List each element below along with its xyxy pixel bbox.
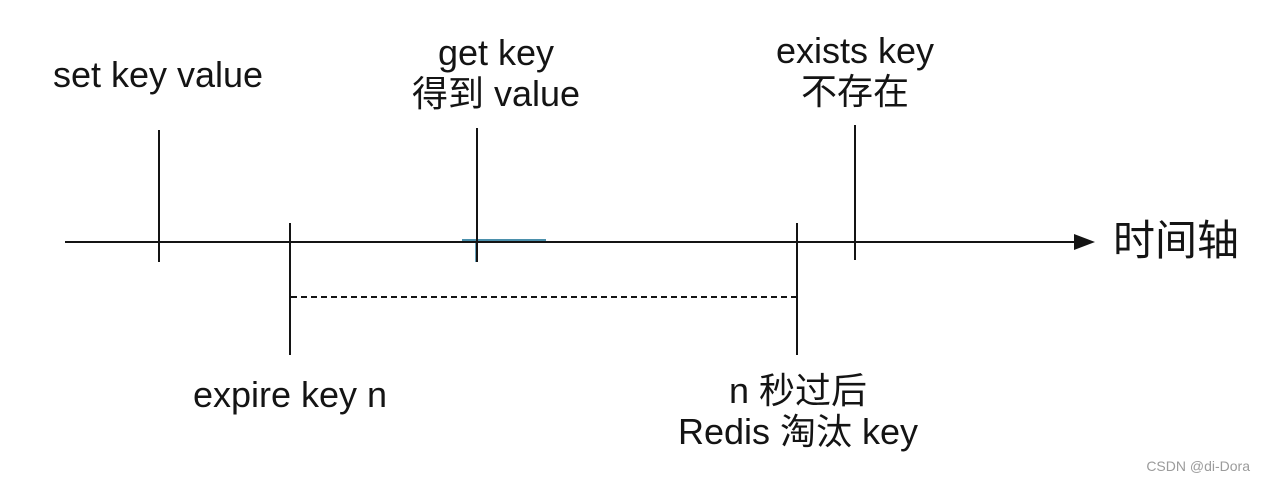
label-evict-key: n 秒过后 Redis 淘汰 key (678, 370, 918, 452)
time-axis-line (65, 241, 1083, 243)
tick-set-key (158, 130, 160, 262)
label-exists-key-line1: exists key (775, 30, 935, 71)
axis-title: 时间轴 (1113, 217, 1240, 264)
tick-exists-key (854, 125, 856, 260)
watermark: CSDN @di-Dora (1146, 458, 1250, 474)
label-expire-key: expire key n (193, 374, 387, 415)
label-expire-key-line1: expire key n (192, 374, 388, 415)
label-set-key: set key value (53, 54, 263, 95)
label-get-key-line2: 得到 value (411, 73, 581, 114)
label-exists-key: exists key 不存在 (776, 30, 934, 112)
tick-expire-key (289, 223, 291, 355)
label-evict-key-line2: Redis 淘汰 key (677, 411, 919, 452)
label-exists-key-line2: 不存在 (800, 71, 910, 112)
accent-highlight-horizontal (462, 239, 546, 241)
expiry-interval-dashed-line (291, 296, 797, 298)
label-get-key-line1: get key (437, 32, 555, 73)
tick-evict-key (796, 223, 798, 355)
label-evict-key-line1: n 秒过后 (728, 370, 868, 411)
label-get-key: get key 得到 value (412, 32, 580, 114)
tick-get-key (476, 128, 478, 262)
label-set-key-line1: set key value (52, 54, 264, 95)
axis-arrow-icon (1074, 234, 1095, 250)
